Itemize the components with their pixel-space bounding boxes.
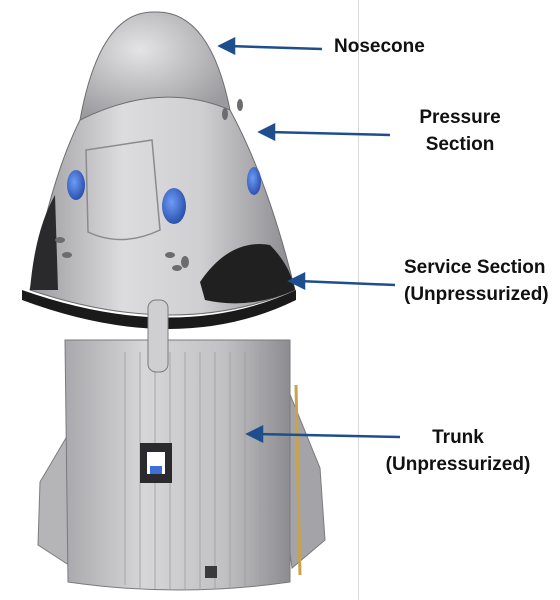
label-service-line2: (Unpressurized) [404, 284, 549, 305]
label-pressure-line2: Section [425, 134, 495, 155]
arrow-trunk [255, 432, 401, 439]
label-trunk-line1: Trunk [432, 427, 484, 448]
grapple-handle [147, 299, 169, 373]
label-trunk: Trunk (Unpressurized) [368, 424, 548, 478]
label-service-line1: Service Section [404, 257, 546, 278]
trunk-body [64, 339, 291, 591]
label-pressure-line1: Pressure [419, 107, 501, 128]
label-trunk-line2: (Unpressurized) [385, 454, 531, 475]
arrow-service [297, 279, 396, 287]
arrow-pressure-head [257, 122, 276, 142]
side-dark-panel [30, 195, 58, 290]
service-opening [200, 244, 295, 304]
fin-edge-right [294, 384, 302, 576]
label-nosecone: Nosecone [334, 33, 425, 60]
thruster-vents [55, 99, 243, 271]
nosecone [79, 11, 231, 121]
service-band [22, 290, 296, 329]
label-nosecone-text: Nosecone [334, 36, 425, 57]
docking-hatch [85, 139, 161, 241]
label-service-section: Service Section (Unpressurized) [404, 254, 549, 308]
window-right [247, 167, 261, 195]
arrow-service-head [287, 271, 306, 291]
panel-divider [358, 0, 359, 600]
arrow-trunk-head [245, 424, 264, 444]
label-pressure-section: Pressure Section [400, 104, 520, 158]
arrow-nosecone-head [217, 36, 236, 56]
arrow-pressure [267, 130, 391, 137]
window-left [67, 170, 85, 200]
arrow-nosecone [227, 44, 323, 51]
window-center [162, 188, 186, 224]
trunk-base-port [205, 566, 217, 578]
